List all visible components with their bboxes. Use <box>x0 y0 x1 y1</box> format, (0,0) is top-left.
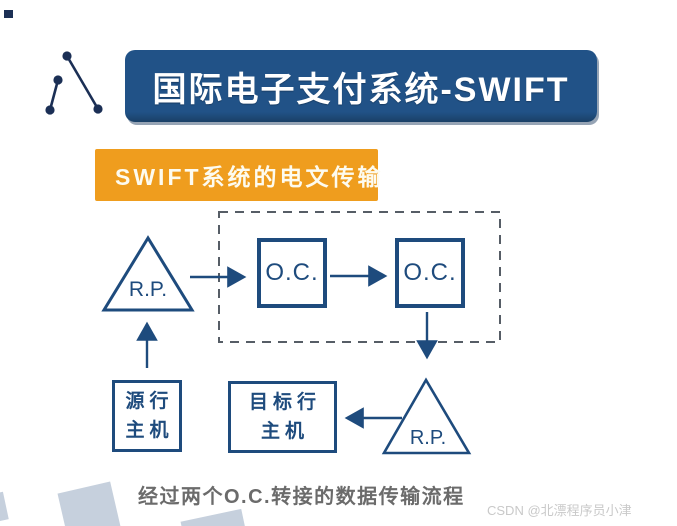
source-host-line1: 源行 <box>125 391 174 412</box>
oc2-node: O.C. <box>395 238 465 308</box>
target-host-line1: 目标行 <box>248 392 321 413</box>
section-banner: SWIFT系统的电文传输 <box>95 149 381 201</box>
corner-mark <box>4 10 13 18</box>
diagram-caption: 经过两个O.C.转接的数据传输流程 <box>138 486 465 508</box>
target-host-node: 目标行 主机 <box>228 381 337 453</box>
rp-bottom-triangle <box>381 377 472 455</box>
network-dots-icon <box>45 51 103 115</box>
source-host-node: 源行 主机 <box>112 380 182 452</box>
title-banner: 国际电子支付系统-SWIFT <box>125 50 597 122</box>
oc1-node: O.C. <box>257 238 327 308</box>
source-host-line2: 主机 <box>125 420 174 441</box>
section-title: SWIFT系统的电文传输 <box>115 164 384 190</box>
target-host-line2: 主机 <box>260 421 309 442</box>
watermark: CSDN @北漂程序员小津 <box>487 503 632 518</box>
page-title: 国际电子支付系统-SWIFT <box>152 70 570 109</box>
rp-bottom-label: R.P. <box>409 427 447 449</box>
oc2-label: O.C. <box>403 259 457 286</box>
rp-top-label: R.P. <box>128 278 168 301</box>
oc1-label: O.C. <box>265 259 319 286</box>
rp-top-triangle <box>101 235 195 312</box>
